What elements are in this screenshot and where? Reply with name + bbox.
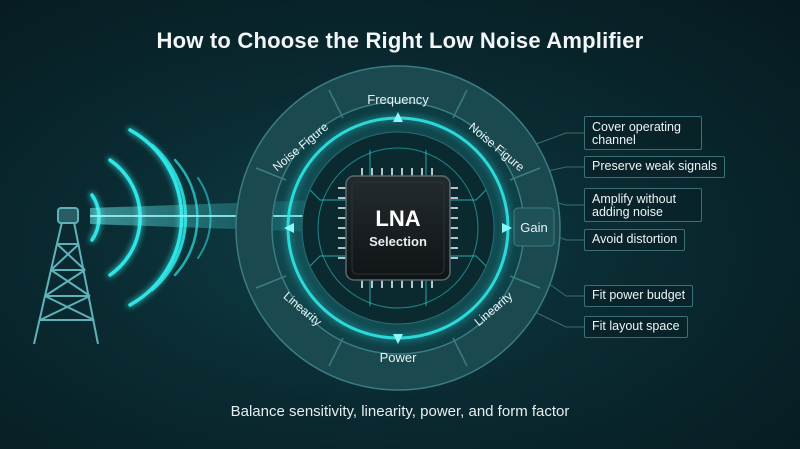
chip-label-sub: Selection — [369, 234, 427, 249]
chip-label-main: LNA — [375, 206, 420, 231]
ring-label-gain: Gain — [520, 220, 547, 235]
callout-fit-layout-space: Fit layout space — [584, 316, 688, 338]
callout-preserve-weak-signals: Preserve weak signals — [584, 156, 726, 178]
callout-amplify-without-noise: Amplify without adding noise — [584, 188, 702, 222]
ring-label-frequency: Frequency — [367, 92, 429, 107]
callout-fit-power-budget: Fit power budget — [584, 285, 694, 307]
ring-arrows — [284, 112, 512, 344]
page-subtitle: Balance sensitivity, linearity, power, a… — [230, 403, 570, 420]
chip-icon — [338, 168, 458, 288]
antenna-tower-icon — [33, 207, 99, 345]
circuit-traces — [309, 150, 487, 306]
ring-label-power: Power — [380, 350, 418, 365]
callout-avoid-distortion: Avoid distortion — [584, 229, 686, 251]
gain-tab — [513, 207, 555, 247]
callout-cover-operating-channel: Cover operating channel — [584, 116, 702, 150]
page-title: How to Choose the Right Low Noise Amplif… — [156, 28, 644, 53]
